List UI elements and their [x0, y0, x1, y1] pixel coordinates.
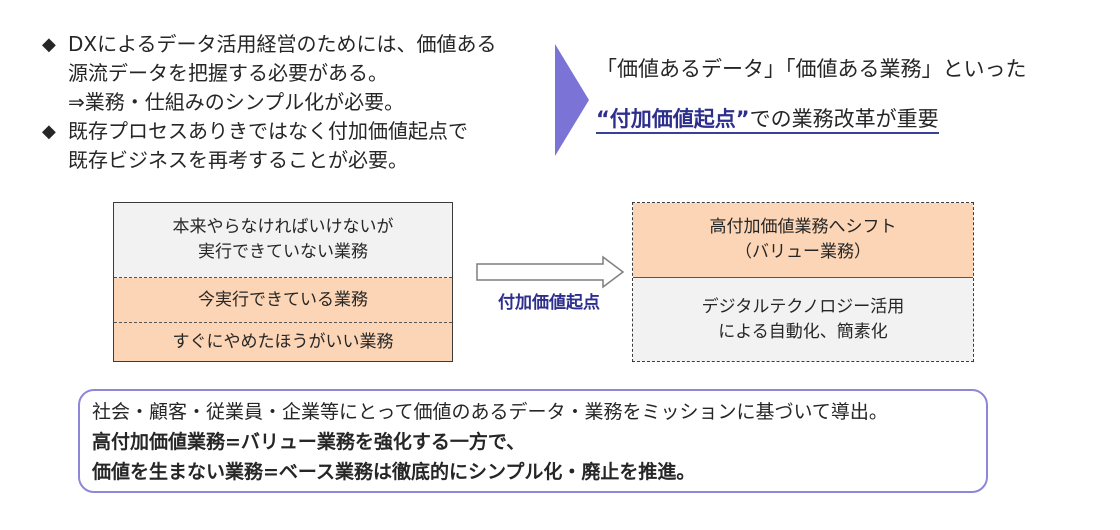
target-business-box: 高付加価値業務へシフト （バリュー業務） デジタルテクノロジー活用 による自動化…: [632, 202, 974, 362]
key-message-line-rest: での業務改革が重要: [749, 107, 939, 131]
digital-automation-segment: デジタルテクノロジー活用 による自動化、簡素化: [633, 278, 973, 361]
segment-label: 高付加価値業務へシフト: [709, 217, 897, 237]
business-to-stop-segment: すぐにやめたほうがいい業務: [114, 323, 452, 361]
segment-label: すぐにやめたほうがいい業務: [172, 331, 394, 352]
segment-label: 今実行できている業務: [198, 289, 368, 310]
bullet-text-line: ⇒業務・仕組みのシンプル化が必要。: [68, 90, 405, 114]
bullet-text-line: 既存ビジネスを再考することが必要。: [68, 148, 408, 172]
key-message-line: 「価値あるデータ」「価値ある業務」といった: [596, 57, 1027, 81]
key-message: 「価値あるデータ」「価値ある業務」といった “付加価値起点”での業務改革が重要: [596, 52, 1106, 136]
bullet-text-line: 既存プロセスありきではなく付加価値起点で: [68, 119, 468, 143]
key-message-underlined: “付加価値起点”での業務改革が重要: [596, 107, 939, 134]
arrow-label: 付加価値起点: [498, 293, 600, 313]
segment-label: （バリュー業務）: [735, 242, 871, 262]
summary-line: 社会・顧客・従業員・企業等にとって価値のあるデータ・業務をミッションに基づいて導…: [92, 401, 888, 423]
bullet-text-line: 源流データを把握する必要がある。: [68, 61, 388, 85]
diamond-bullet-icon: ◆: [42, 121, 56, 142]
segment-label: デジタルテクノロジー活用: [701, 296, 905, 317]
segment-label: 実行できていない業務: [198, 242, 368, 262]
unexecuted-business-segment: 本来やらなければいけないが 実行できていない業務: [114, 203, 452, 278]
summary-line-bold: 価値を生まない業務=ベース業務は徹底的にシンプル化・廃止を推進。: [92, 461, 696, 483]
summary-line-bold: 高付加価値業務=バリュー業務を強化する一方で、: [92, 431, 526, 453]
segment-label: による自動化、簡素化: [718, 321, 888, 342]
summary-box: 社会・顧客・従業員・企業等にとって価値のあるデータ・業務をミッションに基づいて導…: [78, 389, 988, 493]
arrow-right-icon: [476, 255, 625, 289]
bullet-text-line: DXによるデータ活用経営のためには、価値ある: [68, 32, 497, 56]
chevron-right-icon: [555, 44, 589, 156]
value-origin-emphasis: “付加価値起点”: [596, 107, 750, 131]
segment-label: 本来やらなければいけないが: [172, 217, 394, 237]
bullet-item-data-management: ◆ DXによるデータ活用経営のためには、価値ある 源流データを把握する必要がある…: [42, 30, 562, 117]
current-executed-business-segment: 今実行できている業務: [114, 278, 452, 323]
high-value-business-segment: 高付加価値業務へシフト （バリュー業務）: [633, 203, 973, 278]
diamond-bullet-icon: ◆: [42, 34, 56, 55]
current-business-box: 本来やらなければいけないが 実行できていない業務 今実行できている業務 すぐにや…: [113, 202, 453, 362]
bullet-list: ◆ DXによるデータ活用経営のためには、価値ある 源流データを把握する必要がある…: [42, 30, 562, 175]
bullet-item-rethink-business: ◆ 既存プロセスありきではなく付加価値起点で 既存ビジネスを再考することが必要。: [42, 117, 562, 175]
